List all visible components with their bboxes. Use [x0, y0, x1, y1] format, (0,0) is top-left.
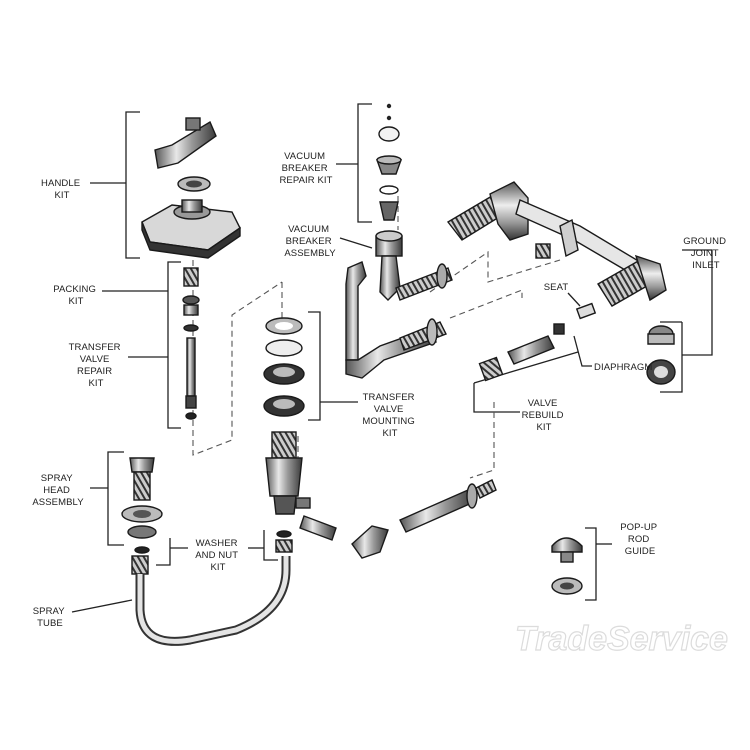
- pop-up-rod-guide-parts: [551, 537, 583, 595]
- inlet-manifold-parts: [446, 181, 676, 385]
- label-handle-kit: HANDLE KIT: [41, 178, 83, 201]
- label-pop-up-rod-guide: POP-UP ROD GUIDE: [620, 522, 660, 557]
- label-vacuum-breaker-assembly: VACUUM BREAKER ASSEMBLY: [284, 224, 336, 259]
- label-spray-tube: SPRAY TUBE: [33, 606, 68, 629]
- supply-tubes: [299, 479, 497, 559]
- label-valve-rebuild-kit: VALVE REBUILD KIT: [522, 398, 567, 433]
- part-labels: HANDLE KIT PACKING KIT TRANSFER VALVE RE…: [32, 151, 729, 629]
- label-spray-head-assembly: SPRAY HEAD ASSEMBLY: [32, 473, 84, 508]
- vacuum-breaker-repair-parts: [376, 103, 402, 221]
- label-washer-and-nut-kit: WASHER AND NUT KIT: [195, 538, 241, 573]
- label-ground-joint-inlet: GROUND JOINT INLET: [683, 236, 729, 271]
- spray-tube-part: [131, 555, 291, 646]
- spray-head-parts: [121, 457, 293, 554]
- handle-kit-parts: [141, 117, 241, 259]
- packing-and-repair-parts: [182, 267, 200, 420]
- label-seat: SEAT: [544, 282, 569, 293]
- mounting-kit-parts: [263, 317, 311, 515]
- label-vacuum-breaker-repair-kit: VACUUM BREAKER REPAIR KIT: [279, 151, 332, 186]
- watermark-text: TradeService: [515, 620, 728, 658]
- label-transfer-valve-repair-kit: TRANSFER VALVE REPAIR KIT: [69, 342, 124, 389]
- vacuum-breaker-assembly-parts: [345, 230, 453, 379]
- label-transfer-valve-mounting-kit: TRANSFER VALVE MOUNTING KIT: [362, 392, 417, 439]
- label-packing-kit: PACKING KIT: [53, 284, 99, 307]
- leader-lines: [71, 103, 713, 613]
- label-diaphragm: DIAPHRAGM: [594, 362, 652, 373]
